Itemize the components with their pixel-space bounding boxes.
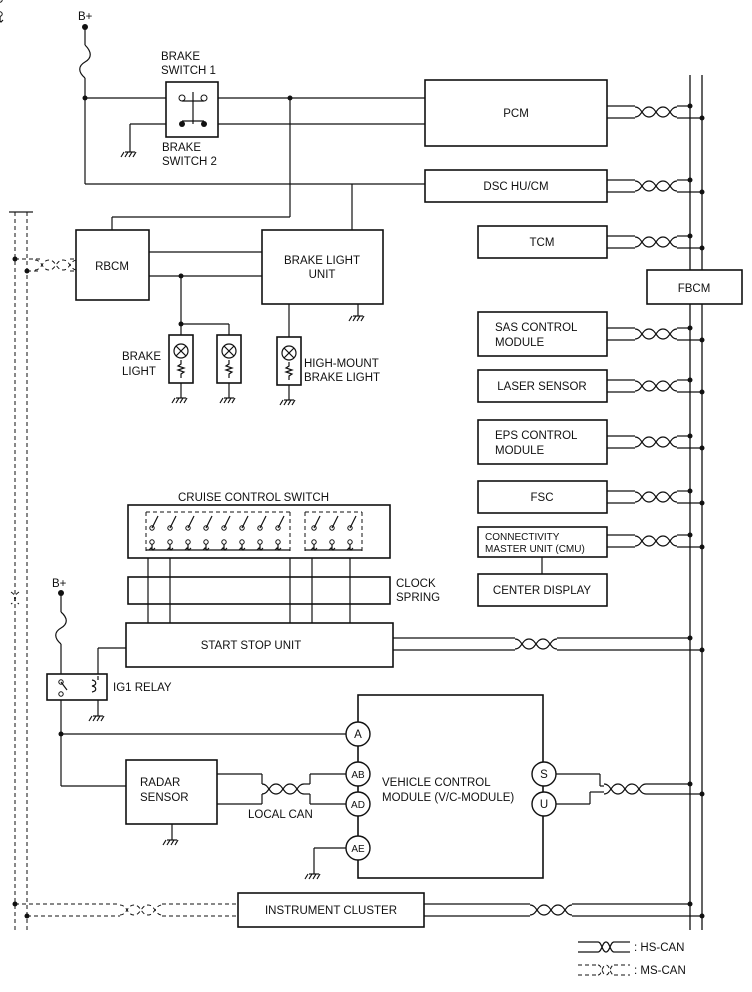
cmu-module: CONNECTIVITY MASTER UNIT (CMU) (477, 526, 608, 558)
ig1-relay (46, 673, 108, 701)
b-plus-label-top: B+ (78, 11, 93, 23)
legend-hs-can: : HS-CAN (578, 941, 684, 954)
cruise-label: CRUISE CONTROL SWITCH (178, 492, 329, 504)
clock-spring (127, 576, 391, 605)
radar-label-2: SENSOR (140, 792, 189, 804)
brake-switch-2-line2: SWITCH 2 (162, 156, 217, 168)
brake-light-label-2: LIGHT (122, 366, 156, 378)
ground-icon (120, 151, 137, 158)
brake-switch-2-line1: BRAKE (162, 142, 201, 154)
cmu-label-2: MASTER UNIT (CMU) (485, 544, 585, 555)
radar-label-1: RADAR (140, 777, 180, 789)
lamp-icon (281, 345, 297, 361)
rbcm-label: RBCM (95, 261, 129, 273)
terminal-ae: AE (345, 835, 371, 861)
ms-can-bus (9, 211, 33, 930)
tcm-module: TCM (477, 225, 608, 259)
radar-sensor: RADAR SENSOR (125, 759, 218, 825)
svg-text:AD: AD (351, 800, 365, 811)
legend-hs-label: : HS-CAN (634, 942, 684, 954)
tcm-label: TCM (530, 237, 555, 249)
legend-ms-label: : MS-CAN (634, 965, 686, 977)
sas-label-1: SAS CONTROL (495, 322, 578, 334)
fbcm-label: FBCM (678, 283, 711, 295)
eps-label-1: EPS CONTROL (495, 430, 578, 442)
sas-control-module: SAS CONTROL MODULE (477, 311, 608, 357)
fuse-icon (55, 611, 67, 645)
ig1-label: IG1 RELAY (113, 682, 172, 694)
instrument-cluster: INSTRUMENT CLUSTER (237, 892, 425, 928)
legend: : HS-CAN : MS-CAN (578, 941, 686, 977)
laser-sensor: LASER SENSOR (477, 369, 608, 403)
pcm-module: PCM (424, 79, 608, 147)
terminal-ad: AD (345, 791, 371, 817)
dsc-module: DSC HU/CM (424, 169, 608, 203)
legend-ms-can: : MS-CAN (578, 964, 686, 977)
start-stop-unit: START STOP UNIT (125, 622, 394, 668)
high-mount-brake-light (276, 336, 302, 386)
brake-switch-1-line2: SWITCH 1 (161, 65, 216, 77)
brake-switch: BRAKE SWITCH 1 BRAKE SWITCH 2 (161, 51, 219, 168)
brake-light-left (168, 334, 194, 384)
laser-label: LASER SENSOR (497, 381, 586, 393)
svg-text:AE: AE (351, 844, 365, 855)
cruise-control-switch (0, 0, 391, 559)
center-display: CENTER DISPLAY (477, 573, 608, 607)
brake-light-unit: BRAKE LIGHT UNIT (261, 229, 384, 305)
svg-text:U: U (540, 799, 548, 811)
svg-text:AB: AB (351, 770, 365, 781)
lamp-icon (221, 343, 237, 359)
b-plus-label-mid: B+ (52, 578, 67, 590)
eps-control-module: EPS CONTROL MODULE (477, 419, 608, 465)
instrument-cluster-label: INSTRUMENT CLUSTER (265, 905, 397, 917)
vcm-label-2: MODULE (V/C-MODULE) (382, 792, 514, 804)
dsc-label: DSC HU/CM (483, 181, 548, 193)
b-plus-supply-mid: B+ (52, 578, 67, 674)
hm-label-2: BRAKE LIGHT (304, 372, 380, 384)
terminal-a: A (345, 721, 371, 747)
pcm-label: PCM (503, 108, 529, 120)
sas-label-2: MODULE (495, 337, 545, 349)
terminal-ab: AB (345, 761, 371, 787)
start-stop-label: START STOP UNIT (201, 640, 302, 652)
brake-switch-1-line1: BRAKE (161, 51, 200, 63)
fuse-icon (79, 44, 91, 79)
rbcm-module: RBCM (75, 229, 150, 301)
local-can-label: LOCAL CAN (248, 809, 313, 821)
terminal-u: U (531, 791, 557, 817)
lamp-icon (173, 343, 189, 359)
fsc-module: FSC (477, 480, 608, 514)
vehicle-control-module: VEHICLE CONTROL MODULE (V/C-MODULE) (357, 694, 544, 879)
vcm-label-1: VEHICLE CONTROL (382, 777, 491, 789)
svg-text:S: S (540, 769, 548, 781)
clock-label-1: CLOCK (396, 578, 436, 590)
clock-label-2: SPRING (396, 592, 440, 604)
fbcm-module: FBCM (646, 269, 743, 305)
eps-label-2: MODULE (495, 445, 545, 457)
blu-label-1: BRAKE LIGHT (284, 255, 360, 267)
cmu-label-1: CONNECTIVITY (485, 532, 560, 543)
brake-light-label-1: BRAKE (122, 351, 161, 363)
svg-text:A: A (354, 729, 362, 741)
brake-light-right (216, 334, 242, 384)
fsc-label: FSC (531, 492, 554, 504)
blu-label-2: UNIT (309, 269, 336, 281)
hm-label-1: HIGH-MOUNT (304, 358, 379, 370)
center-display-label: CENTER DISPLAY (493, 585, 592, 597)
b-plus-supply-top: B+ (78, 11, 425, 185)
terminal-s: S (531, 761, 557, 787)
